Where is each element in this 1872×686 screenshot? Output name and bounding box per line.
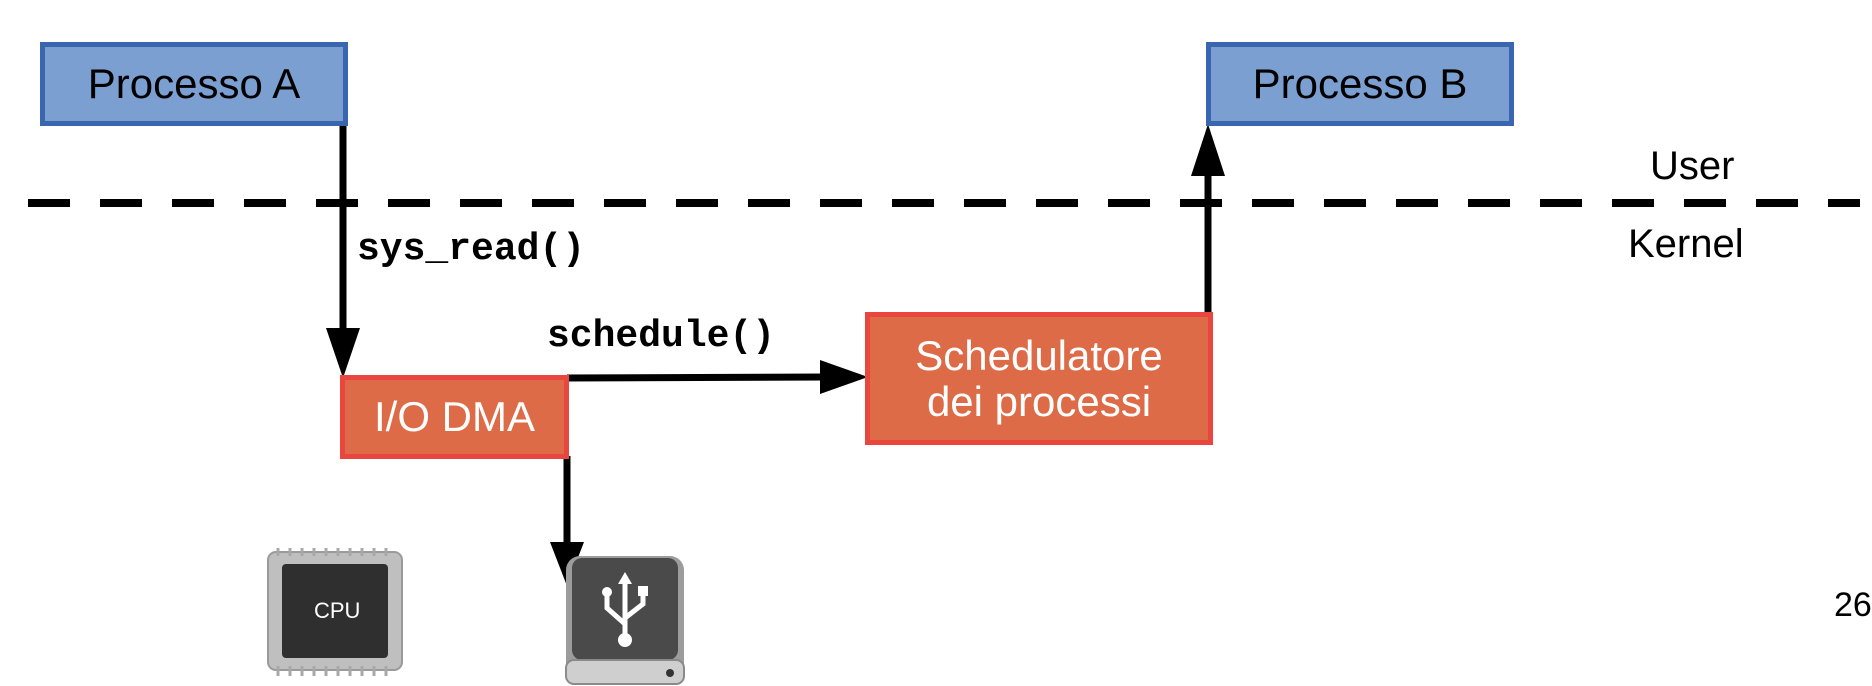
cpu-chip-label: CPU [314,598,361,623]
usb-drive-icon [565,556,685,685]
resume-arrowhead [1191,124,1225,176]
scheduler-box: Schedulatore dei processi [865,312,1213,445]
scheduler-label-line1: Schedulatore [915,331,1163,379]
kernel-space-label: Kernel [1628,222,1744,266]
process-a-label: Processo A [87,60,301,107]
process-a-box: Processo A [40,42,348,126]
page-number: 26 [1834,586,1872,624]
cpu-chip-icon [267,548,403,676]
process-b-box: Processo B [1206,42,1514,126]
io-to-device-arrowhead [550,542,584,586]
scheduler-label-line2: dei processi [926,377,1152,425]
process-b-label: Processo B [1252,60,1468,107]
schedule-arrowhead [820,360,868,394]
sys-read-arrowhead [326,328,360,378]
io-dma-label: I/O DMA [373,393,535,440]
user-space-label: User [1650,144,1735,188]
schedule-arrow-line [566,373,826,382]
io-dma-box: I/O DMA [340,375,569,459]
schedule-call-label: schedule() [547,315,776,358]
sys-read-call-label: sys_read() [357,228,586,271]
